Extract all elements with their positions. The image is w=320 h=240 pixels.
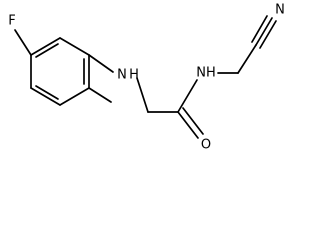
ring-bond	[59, 87, 90, 106]
nitrile-n-label: N	[275, 3, 285, 18]
benzene-ring	[30, 37, 90, 106]
nh-ch2-bond	[136, 77, 149, 113]
ring-bond	[59, 37, 90, 56]
ring-bond-inner	[35, 43, 59, 58]
structural-formula: F N H NH O N	[8, 3, 285, 153]
fluorine-label: F	[8, 14, 15, 29]
ch2-nitrile-bond	[237, 44, 257, 74]
ring-bond	[30, 87, 61, 106]
ring-bond-inner	[35, 85, 59, 100]
carbonyl-o-label: O	[201, 138, 211, 153]
amine-n-label: N	[117, 68, 127, 83]
aryl-nh-bond	[88, 54, 114, 73]
carbonyl-double-bond	[182, 107, 204, 135]
nitrile-triple-bond	[259, 20, 277, 49]
ring-bond	[30, 37, 61, 56]
nitrile-triple-bond	[255, 17, 273, 46]
carbonyl-amide-bond	[177, 79, 198, 113]
carbonyl-double-bond	[177, 111, 199, 139]
fluoro-bond	[14, 29, 32, 56]
amide-nh-label: NH	[196, 66, 216, 81]
nitrile-triple-bond	[251, 15, 268, 43]
amine-h-label: H	[129, 68, 139, 83]
methyl-bond	[88, 87, 112, 103]
